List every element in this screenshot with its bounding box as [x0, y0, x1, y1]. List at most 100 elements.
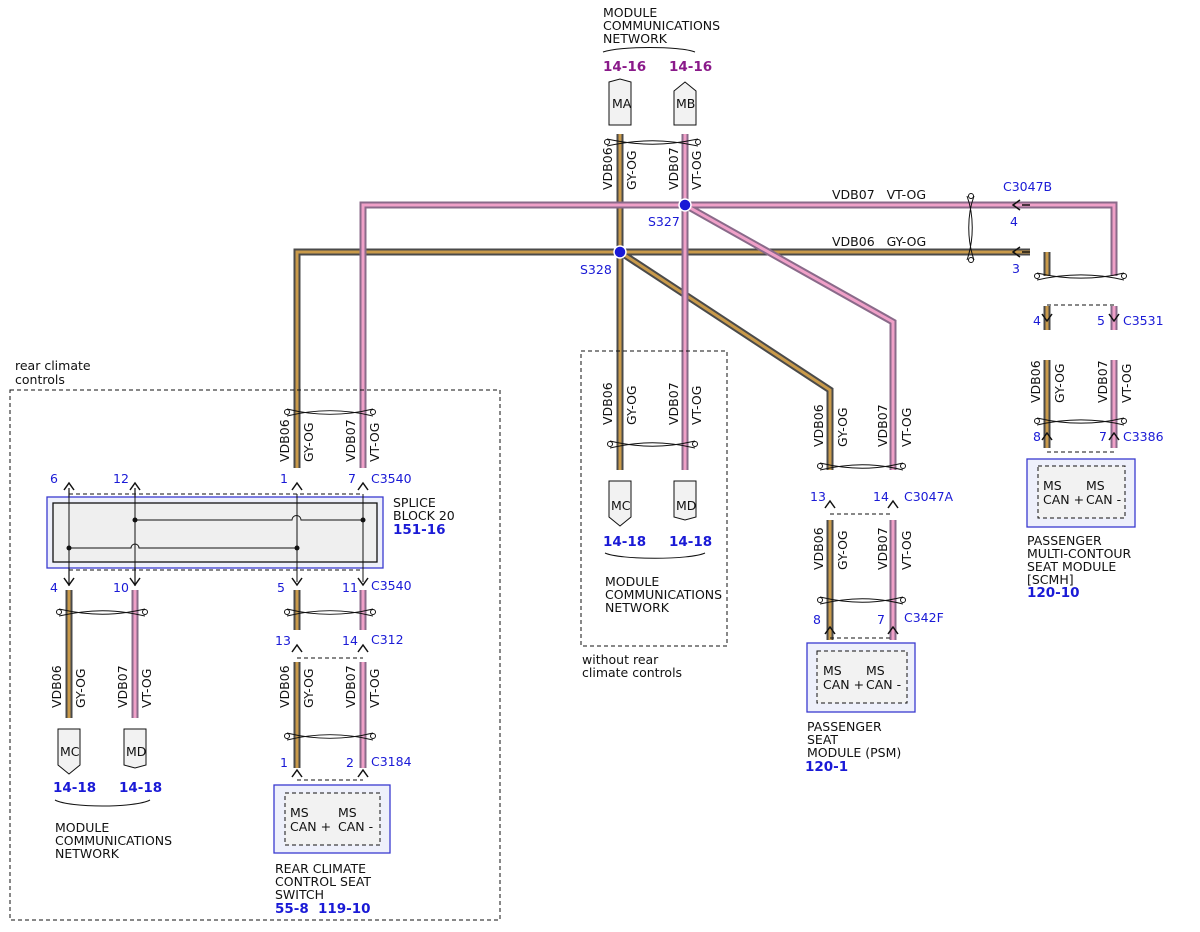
- connector-pin-chevrons: [63, 199, 1120, 778]
- pin-chevron: [1041, 313, 1053, 323]
- rear-switch-can-minus: CAN -: [338, 819, 373, 834]
- scmh-title-2: MULTI-CONTOUR: [1027, 546, 1132, 561]
- twist-mark: [1036, 272, 1125, 281]
- wire-color-vt-og-rear-top: VT-OG: [367, 423, 382, 462]
- pin-8-c3386: 8: [1033, 429, 1041, 444]
- rear-switch-ms-1: MS: [290, 805, 309, 820]
- pin-5-c3531: 5: [1097, 313, 1105, 328]
- twist-mark: [819, 462, 904, 471]
- rear-switch-ms-2: MS: [338, 805, 357, 820]
- connector-mb-label: MB: [676, 96, 695, 111]
- twisted-pair-marks: [56, 138, 1127, 741]
- middle-group-frame: [580, 350, 728, 647]
- rear-climate-group: rear climate controls VDB06 GY-OG VDB07 …: [9, 358, 501, 921]
- splice-block-ref[interactable]: 151-16: [393, 522, 446, 538]
- pin-chevron: [63, 481, 75, 491]
- connector-c3047a-label: C3047A: [904, 489, 954, 504]
- pin-12: 12: [113, 471, 129, 486]
- left-ref-c[interactable]: 14-18: [53, 780, 96, 796]
- middle-no-rear-group: VDB06 GY-OG VDB07 VT-OG MC MD 14-18 14-1…: [580, 350, 728, 680]
- psm-can-plus: CAN +: [823, 677, 864, 692]
- wire-gy-og-network: [65, 134, 1051, 768]
- wire-color-vt-og-mid: VT-OG: [689, 386, 704, 425]
- left-ref-d[interactable]: 14-18: [119, 780, 162, 796]
- top-network-title-2: COMMUNICATIONS: [603, 18, 720, 33]
- scmh-ref[interactable]: 120-10: [1027, 585, 1080, 601]
- wire-color-gy-og-rear-bottom: GY-OG: [301, 668, 316, 708]
- psm-ms-1: MS: [823, 663, 842, 678]
- rear-climate-frame: [9, 389, 501, 921]
- connector-c3531-label: C3531: [1123, 313, 1164, 328]
- splice-s328-dot: [613, 245, 627, 259]
- wire-color-vt-og-psm-2: VT-OG: [899, 531, 914, 570]
- pin-8-c342f: 8: [813, 612, 821, 627]
- wire-label-vdb06-top: VDB06: [600, 147, 615, 190]
- psm-title-2: SEAT: [807, 732, 838, 747]
- middle-ref-c[interactable]: 14-18: [603, 534, 646, 550]
- connector-mc-mid-shape: [608, 480, 632, 527]
- scmh-can-minus: CAN -: [1086, 492, 1121, 507]
- left-brace: [54, 799, 151, 807]
- pin-chevron: [357, 768, 369, 778]
- rear-switch-title-2: CONTROL SEAT: [275, 874, 371, 889]
- splice-s327-dot: [678, 198, 692, 212]
- wire-color-gy-og-psm-1: GY-OG: [835, 407, 850, 447]
- rear-switch-ref-1[interactable]: 55-8: [275, 901, 309, 917]
- connector-c3540-label: C3540: [371, 471, 412, 486]
- pin-chevron: [1011, 199, 1030, 211]
- wire-label-vdb07-mid: VDB07: [666, 382, 681, 425]
- pin-chevron: [1108, 431, 1120, 441]
- psm-can-minus: CAN -: [866, 677, 901, 692]
- connector-md-mid-shape: [673, 480, 697, 521]
- scmh-module-inner: [1037, 465, 1126, 519]
- splice-s327-label: S327: [648, 214, 680, 229]
- wire-color-vt-og-psm-1: VT-OG: [899, 408, 914, 447]
- twist-mark: [1036, 417, 1125, 426]
- connector-c3386-label: C3386: [1123, 429, 1164, 444]
- pin-chevron: [129, 577, 141, 587]
- wire-label-vdb06-left: VDB06: [49, 665, 64, 708]
- scmh-ms-2: MS: [1086, 478, 1105, 493]
- pin-chevron: [291, 481, 303, 491]
- middle-network-1: MODULE: [605, 574, 659, 589]
- wire-label-vdb07-top: VDB07: [666, 147, 681, 190]
- left-network-2: COMMUNICATIONS: [55, 833, 172, 848]
- splice-block-inner: [52, 502, 378, 563]
- pin-1-c3540: 1: [280, 471, 288, 486]
- pin-chevron: [887, 499, 899, 509]
- twist-mark: [606, 138, 699, 147]
- rear-climate-title-2: controls: [15, 372, 65, 387]
- top-network-group: MODULE COMMUNICATIONS NETWORK 14-16 14-1…: [602, 5, 720, 126]
- wire-color-gy-og-left: GY-OG: [73, 668, 88, 708]
- rear-switch-title-3: SWITCH: [275, 887, 324, 902]
- wire-color-vt-og-rear-bottom: VT-OG: [367, 669, 382, 708]
- connector-mb-shape: [673, 81, 697, 126]
- pin-chevron: [1041, 431, 1053, 441]
- middle-ref-d[interactable]: 14-18: [669, 534, 712, 550]
- psm-ms-2: MS: [866, 663, 885, 678]
- wire-label-vdb06-rear-bottom: VDB06: [277, 665, 292, 708]
- pin-chevron: [291, 577, 303, 587]
- wire-vt-og-inner: [361, 134, 1116, 768]
- top-network-ref-b[interactable]: 14-16: [669, 59, 712, 75]
- left-network-3: NETWORK: [55, 846, 120, 861]
- wire-label-vdb07-rear-top: VDB07: [343, 419, 358, 462]
- rear-switch-module-inner: [284, 792, 381, 846]
- rear-switch-ref-2[interactable]: 119-10: [318, 901, 371, 917]
- wire-color-gy-og-scmh: GY-OG: [1052, 363, 1067, 403]
- connector-mc-left-shape: [57, 728, 81, 775]
- pin-14-c312: 14: [342, 633, 358, 648]
- wire-vt-og-network: [131, 134, 1118, 768]
- wire-vt-og-outer: [359, 134, 1118, 768]
- pin-10-lower: 10: [113, 580, 129, 595]
- pin-4-lower: 4: [50, 580, 58, 595]
- middle-caption-2: climate controls: [582, 665, 682, 680]
- twist-mark: [966, 195, 975, 261]
- rear-climate-title-1: rear climate: [15, 358, 91, 373]
- wire-color-gy-og-top: GY-OG: [624, 150, 639, 190]
- top-network-ref-a[interactable]: 14-16: [603, 59, 646, 75]
- splice-block-title-2: BLOCK 20: [393, 508, 455, 523]
- psm-ref[interactable]: 120-1: [805, 759, 848, 775]
- wire-label-vdb06-rear-top: VDB06: [277, 419, 292, 462]
